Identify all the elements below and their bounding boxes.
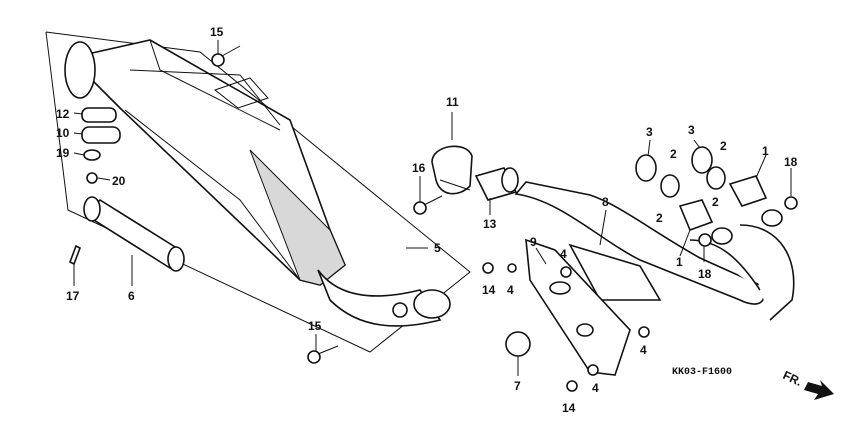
label-3-b: 3 xyxy=(688,123,695,137)
diagram-code: KK03-F1600 xyxy=(672,367,732,378)
flange-gaskets xyxy=(635,146,768,232)
label-20: 20 xyxy=(112,174,126,188)
bolt-15-top xyxy=(211,45,241,67)
label-13: 13 xyxy=(483,217,497,231)
band-clamp xyxy=(431,145,473,195)
label-15-bottom: 15 xyxy=(308,319,322,333)
label-16: 16 xyxy=(412,161,426,175)
muffler-body xyxy=(64,39,346,286)
tail-pipe-tube xyxy=(83,196,185,272)
label-18-a: 18 xyxy=(698,267,712,281)
label-18-b: 18 xyxy=(784,155,798,169)
label-7: 7 xyxy=(514,379,521,393)
part-labels: 15 12 10 19 20 17 6 5 15 11 16 13 8 9 4 … xyxy=(56,25,798,415)
label-17: 17 xyxy=(66,289,80,303)
bolt-17 xyxy=(68,244,82,266)
label-4-b: 4 xyxy=(507,283,514,297)
label-1-a: 1 xyxy=(762,144,769,158)
label-2-c: 2 xyxy=(656,211,663,225)
label-3-a: 3 xyxy=(646,125,653,139)
label-14-a: 14 xyxy=(482,283,496,297)
label-4-c: 4 xyxy=(640,343,647,357)
label-9: 9 xyxy=(530,235,537,249)
exhaust-pipe xyxy=(514,181,795,321)
nut-18-pair xyxy=(698,196,798,247)
label-15-top: 15 xyxy=(210,25,224,39)
joint-sleeve xyxy=(474,167,519,201)
bolt-16 xyxy=(413,195,443,215)
bracket-fasteners xyxy=(482,262,650,392)
label-2-a: 2 xyxy=(670,147,677,161)
heat-plate xyxy=(505,331,531,357)
label-19: 19 xyxy=(56,146,70,160)
label-1-b: 1 xyxy=(676,255,683,269)
label-2-b: 2 xyxy=(720,139,727,153)
front-arrow-icon xyxy=(804,380,834,400)
bolt-15-bottom xyxy=(307,345,339,364)
muffler-outlet-pipe xyxy=(317,269,451,327)
label-8: 8 xyxy=(602,195,609,209)
leader-lines xyxy=(73,40,792,376)
muffler-mount-hardware xyxy=(81,107,121,184)
label-4-a: 4 xyxy=(560,247,567,261)
label-12: 12 xyxy=(56,107,70,121)
label-14-b: 14 xyxy=(562,401,576,415)
label-11: 11 xyxy=(446,95,459,109)
label-6: 6 xyxy=(128,289,135,303)
front-label: FR. xyxy=(781,368,804,389)
label-2-d: 2 xyxy=(712,195,719,209)
label-5: 5 xyxy=(434,241,441,255)
front-direction-marker: FR. xyxy=(781,368,834,400)
exhaust-bracket xyxy=(525,238,631,376)
label-4-d: 4 xyxy=(592,381,599,395)
label-10: 10 xyxy=(56,126,70,140)
